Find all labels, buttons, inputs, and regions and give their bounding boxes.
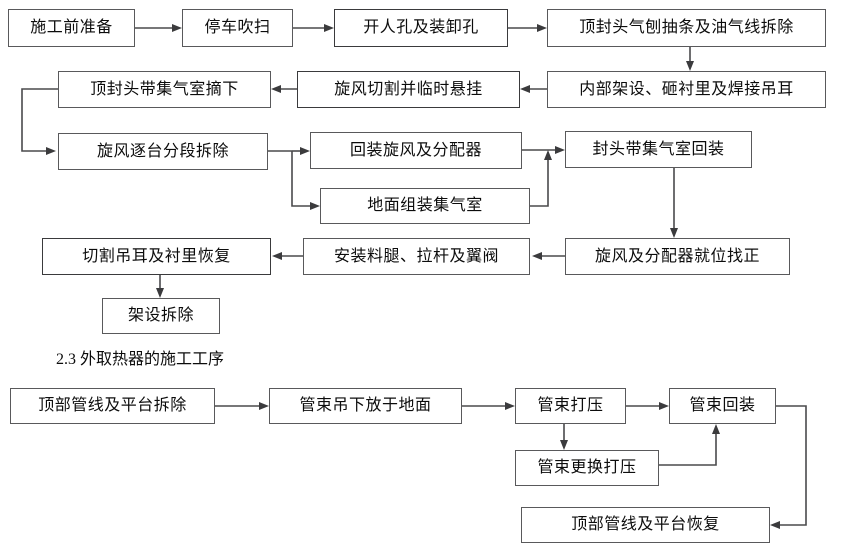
node-n15-label: 架设拆除 bbox=[127, 307, 194, 324]
node-n6-label: 旋风切割并临时悬挂 bbox=[334, 80, 483, 98]
node-n9[interactable]: 回装旋风及分配器 bbox=[310, 132, 522, 169]
node-n7[interactable]: 顶封头带集气室摘下 bbox=[58, 71, 271, 108]
node-b6[interactable]: 顶部管线及平台恢复 bbox=[521, 507, 770, 543]
connector-b3-b4 bbox=[626, 402, 669, 410]
node-n7-label: 顶封头带集气室摘下 bbox=[90, 80, 239, 98]
connector-n13-n14 bbox=[272, 252, 303, 260]
node-b5[interactable]: 管束更换打压 bbox=[515, 450, 659, 486]
node-n8-label: 旋风逐台分段拆除 bbox=[96, 142, 229, 160]
node-b4-label: 管束回装 bbox=[689, 397, 756, 414]
node-n4[interactable]: 顶封头气刨抽条及油气线拆除 bbox=[547, 9, 826, 47]
node-n14[interactable]: 切割吊耳及衬里恢复 bbox=[42, 238, 271, 275]
connector-n3-n4 bbox=[508, 24, 547, 32]
connector-n8-n10 bbox=[291, 151, 320, 210]
connector-n9-n11 bbox=[522, 146, 565, 154]
node-n10-label: 地面组装集气室 bbox=[367, 197, 483, 214]
connector-n4-n5 bbox=[686, 47, 694, 71]
node-n2[interactable]: 停车吹扫 bbox=[182, 9, 293, 47]
node-b1[interactable]: 顶部管线及平台拆除 bbox=[10, 388, 215, 424]
connector-b4-b6 bbox=[770, 405, 807, 529]
connector-n10-n11 bbox=[530, 150, 552, 207]
connector-n12-n13 bbox=[532, 252, 565, 260]
node-n13-label: 安装料腿、拉杆及翼阀 bbox=[333, 247, 499, 265]
node-b6-label: 顶部管线及平台恢复 bbox=[571, 516, 720, 533]
node-n10[interactable]: 地面组装集气室 bbox=[320, 188, 530, 224]
section-heading-2-3: 2.3 外取热器的施工工序 bbox=[56, 351, 225, 368]
connector-n2-n3 bbox=[293, 24, 334, 32]
connector-n7-n8 bbox=[21, 88, 58, 155]
node-b2-label: 管束吊下放于地面 bbox=[299, 397, 432, 414]
node-b3-label: 管束打压 bbox=[537, 397, 604, 414]
node-n1[interactable]: 施工前准备 bbox=[8, 9, 135, 47]
connector-b1-b2 bbox=[215, 402, 269, 410]
connector-n14-n15 bbox=[156, 274, 164, 298]
node-n11-label: 封头带集气室回装 bbox=[592, 140, 725, 158]
node-b3[interactable]: 管束打压 bbox=[515, 388, 626, 424]
connector-n8-n9 bbox=[268, 147, 310, 155]
node-n14-label: 切割吊耳及衬里恢复 bbox=[82, 247, 231, 265]
node-b4[interactable]: 管束回装 bbox=[669, 388, 776, 424]
node-n8[interactable]: 旋风逐台分段拆除 bbox=[58, 133, 268, 170]
node-n11[interactable]: 封头带集气室回装 bbox=[565, 131, 752, 168]
node-b5-label: 管束更换打压 bbox=[537, 459, 637, 476]
node-n9-label: 回装旋风及分配器 bbox=[349, 141, 482, 159]
node-n3-label: 开人孔及装卸孔 bbox=[363, 19, 479, 36]
node-n12-label: 旋风及分配器就位找正 bbox=[594, 247, 760, 265]
connector-n1-n2 bbox=[135, 24, 182, 32]
node-n5[interactable]: 内部架设、砸衬里及焊接吊耳 bbox=[547, 71, 826, 108]
node-n6[interactable]: 旋风切割并临时悬挂 bbox=[297, 71, 520, 108]
connector-n11-n12 bbox=[670, 168, 678, 238]
connector-b2-b3 bbox=[462, 402, 515, 410]
node-b2[interactable]: 管束吊下放于地面 bbox=[269, 388, 462, 424]
connector-b5-b4 bbox=[659, 424, 720, 466]
node-n12[interactable]: 旋风及分配器就位找正 bbox=[565, 238, 790, 275]
connector-b3-b5 bbox=[560, 424, 568, 450]
node-b1-label: 顶部管线及平台拆除 bbox=[38, 397, 187, 414]
node-n2-label: 停车吹扫 bbox=[204, 19, 271, 36]
connector-n5-n6 bbox=[520, 85, 547, 93]
node-n3[interactable]: 开人孔及装卸孔 bbox=[334, 9, 508, 47]
node-n4-label: 顶封头气刨抽条及油气线拆除 bbox=[579, 19, 794, 36]
connector-n6-n7 bbox=[271, 85, 297, 93]
node-n5-label: 内部架设、砸衬里及焊接吊耳 bbox=[579, 80, 794, 98]
node-n13[interactable]: 安装料腿、拉杆及翼阀 bbox=[303, 238, 530, 275]
node-n1-label: 施工前准备 bbox=[30, 19, 113, 36]
node-n15[interactable]: 架设拆除 bbox=[102, 298, 220, 334]
